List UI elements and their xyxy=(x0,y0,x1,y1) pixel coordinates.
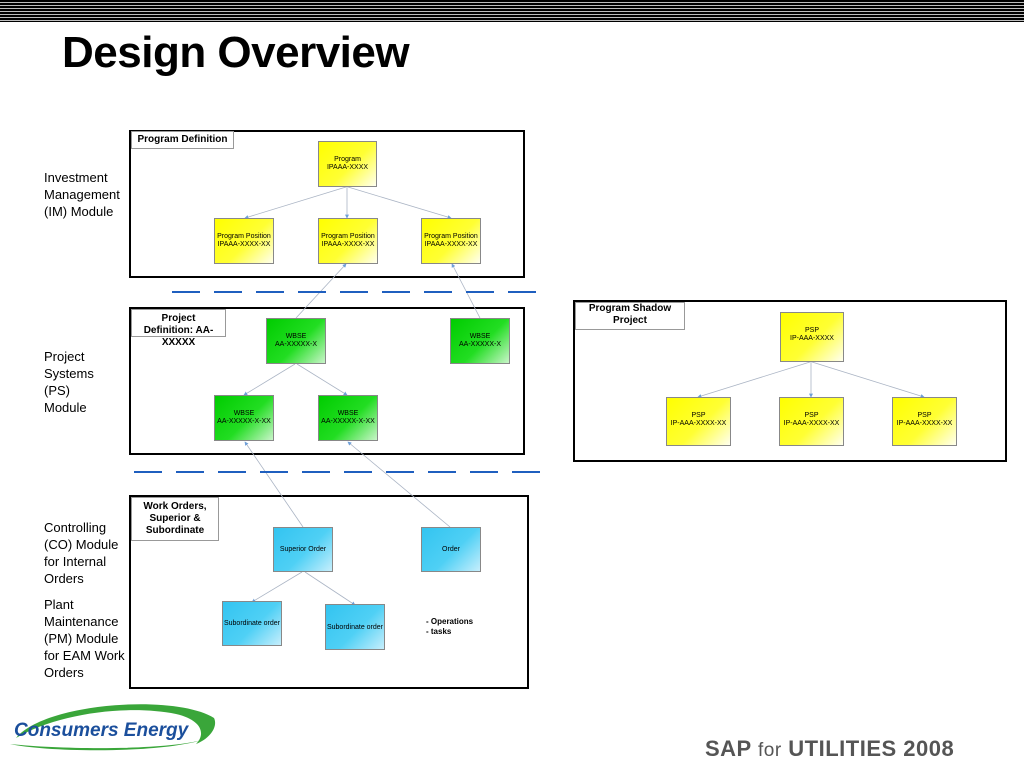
node-program-code: IPAAA-XXXX xyxy=(326,164,369,171)
sap-logo-for: for xyxy=(757,740,782,761)
node-code: IP-AAA-XXXX-XX xyxy=(783,420,840,427)
node-label: Program Position xyxy=(424,233,478,240)
node-code: IPAAA-XXXX-XX xyxy=(217,241,271,248)
operations-item: - tasks xyxy=(426,627,452,636)
node-superior-order: Superior Order xyxy=(273,527,333,572)
node-program-position-2: Program Position IPAAA-XXXX-XX xyxy=(318,218,378,264)
connector-sub1 xyxy=(251,571,303,603)
connector-superior-wbse xyxy=(244,441,304,528)
connector-program-pos1 xyxy=(244,186,347,219)
connector-psp3 xyxy=(811,361,925,398)
node-psp-child-3: PSP IP-AAA-XXXX-XX xyxy=(892,397,957,446)
node-code: AA-XXXXX-X xyxy=(274,341,317,348)
node-label: WBSE xyxy=(337,410,359,417)
node-label: PSP xyxy=(804,412,819,419)
tag-program-definition: Program Definition xyxy=(131,131,234,149)
top-border-stripes xyxy=(0,0,1024,22)
tag-program-shadow: Program Shadow Project xyxy=(575,302,685,330)
node-code: AA-XXXXX-X-XX xyxy=(217,418,271,425)
node-label: WBSE xyxy=(469,333,491,340)
node-label: PSP xyxy=(917,412,932,419)
connector-order-wbse xyxy=(347,441,451,528)
node-code: AA-XXXXX-X xyxy=(458,341,501,348)
node-subordinate-order-2: Subordinate order xyxy=(325,604,385,650)
node-code: AA-XXXXX-X-XX xyxy=(321,418,375,425)
sap-logo-sap: SAP xyxy=(705,736,752,761)
operations-item: - Operations xyxy=(426,617,474,626)
node-label: Program Position xyxy=(321,233,375,240)
connector-psp1 xyxy=(697,361,811,398)
operations-note: - Operations - tasks xyxy=(426,617,473,637)
connector-wbse-sub2 xyxy=(296,363,348,396)
node-label: Subordinate order xyxy=(326,624,384,631)
node-wbse-sub-2: WBSE AA-XXXXX-X-XX xyxy=(318,395,378,441)
node-order: Order xyxy=(421,527,481,572)
side-label-ps: Project Systems (PS) Module xyxy=(44,349,94,415)
node-label: Subordinate order xyxy=(223,620,281,627)
node-label: Order xyxy=(442,546,460,553)
node-label: PSP xyxy=(804,327,819,334)
node-code: IPAAA-XXXX-XX xyxy=(321,241,375,248)
node-psp-child-2: PSP IP-AAA-XXXX-XX xyxy=(779,397,844,446)
connector-program-pos3 xyxy=(347,186,452,219)
node-code: IP-AAA-XXXX-XX xyxy=(896,420,953,427)
consumers-energy-logo: Consumers Energy xyxy=(10,704,216,751)
connector-sub2 xyxy=(304,571,356,606)
node-wbse-sub-1: WBSE AA-XXXXX-X-XX xyxy=(214,395,274,441)
node-program-position-3: Program Position IPAAA-XXXX-XX xyxy=(421,218,481,264)
node-code: IP-AAA-XXXX-XX xyxy=(670,420,727,427)
node-label: Superior Order xyxy=(279,546,327,553)
node-code: IP-AAA-XXXX xyxy=(790,335,834,342)
node-program-position-1: Program Position IPAAA-XXXX-XX xyxy=(214,218,274,264)
node-wbse-1: WBSE AA-XXXXX-X xyxy=(266,318,326,364)
node-label: WBSE xyxy=(233,410,255,417)
node-psp-child-1: PSP IP-AAA-XXXX-XX xyxy=(666,397,731,446)
node-code: IPAAA-XXXX-XX xyxy=(424,241,478,248)
node-label: Program Position xyxy=(217,233,271,240)
side-label-im: Investment Management (IM) Module xyxy=(44,170,120,219)
sap-logo-tail: UTILITIES 2008 xyxy=(788,736,955,761)
node-label: WBSE xyxy=(285,333,307,340)
node-label: PSP xyxy=(691,412,706,419)
node-subordinate-order-1: Subordinate order xyxy=(222,601,282,646)
side-label-co: Controlling (CO) Module for Internal Ord… xyxy=(44,520,119,586)
consumers-energy-logo-text: Consumers Energy xyxy=(14,720,190,741)
tag-work-orders: Work Orders, Superior & Subordinate xyxy=(131,497,219,541)
node-program-label: Program xyxy=(334,156,361,163)
connector-wbse-sub1 xyxy=(243,363,296,396)
node-wbse-2: WBSE AA-XXXXX-X xyxy=(450,318,510,364)
tag-project-definition: Project Definition: AA-XXXXX xyxy=(131,309,226,348)
node-psp-top: PSP IP-AAA-XXXX xyxy=(780,312,844,362)
sap-for-utilities-logo: SAP for UTILITIES 2008 xyxy=(705,736,954,762)
side-label-pm: Plant Maintenance (PM) Module for EAM Wo… xyxy=(44,597,125,680)
page-title: Design Overview xyxy=(62,28,410,77)
node-program: Program IPAAA-XXXX xyxy=(318,141,377,187)
